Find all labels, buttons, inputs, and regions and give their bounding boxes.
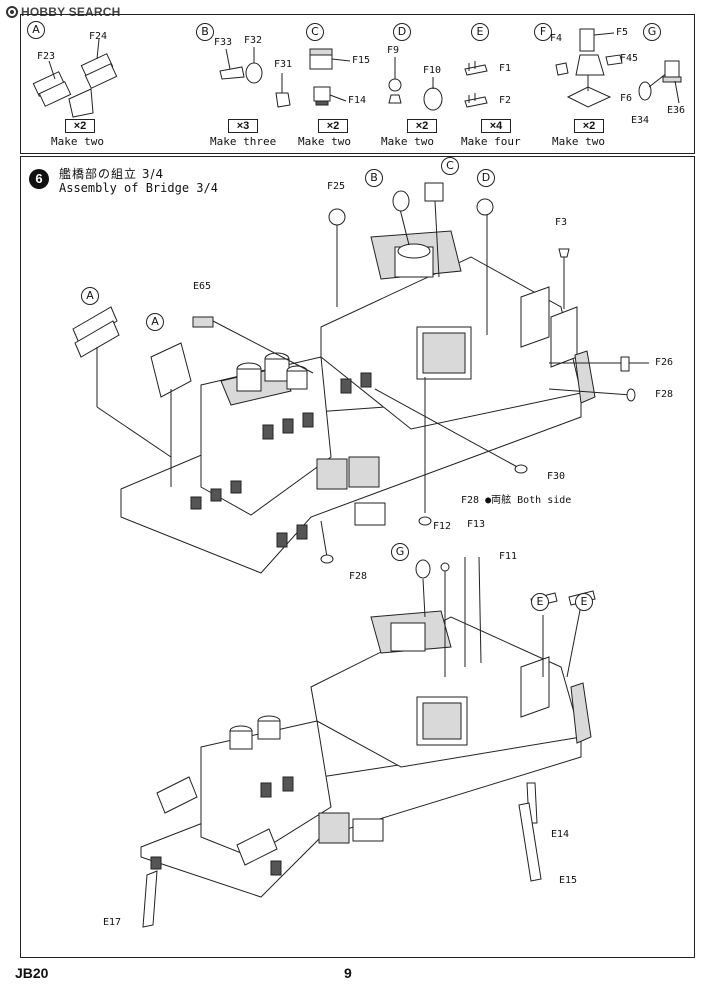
- part-label: F1: [499, 63, 512, 74]
- part-callout: F28: [349, 571, 368, 582]
- part-label: F32: [244, 35, 263, 46]
- subassembly-g: G E34 E36: [627, 15, 696, 155]
- circle-callout-g: G: [391, 543, 409, 561]
- mast-head-drawing: [555, 28, 623, 108]
- circle-callout-d: D: [477, 169, 495, 187]
- circle-label-g: G: [643, 23, 661, 41]
- circle-label-a: A: [27, 21, 45, 39]
- radar-dish-drawing: [219, 47, 291, 108]
- hobby-search-logo-icon: [6, 6, 18, 18]
- circle-label-b: B: [196, 23, 214, 41]
- director-drawing: [309, 48, 351, 106]
- make-count-label: Make two: [51, 135, 104, 148]
- subassembly-c: C F15 F14 ×2 Make two: [296, 15, 376, 155]
- part-callout: E15: [559, 875, 578, 886]
- subassembly-b: B F33 F32 F31 ×3 Make three: [196, 15, 292, 155]
- part-label: E36: [667, 105, 686, 116]
- part-callout: F3: [555, 217, 568, 228]
- part-label: F9: [387, 45, 400, 56]
- circle-label-e: E: [471, 23, 489, 41]
- part-label: F4: [550, 33, 563, 44]
- make-count-label: Make two: [552, 135, 605, 148]
- part-label: F15: [352, 55, 371, 66]
- multiplier-badge: ×2: [318, 119, 348, 133]
- part-callout: F11: [499, 551, 518, 562]
- part-label: F2: [499, 95, 512, 106]
- part-callout: F13: [467, 519, 486, 530]
- make-count-label: Make three: [210, 135, 277, 148]
- part-callout: F12: [433, 521, 452, 532]
- part-label: F45: [620, 53, 639, 64]
- part-callout: F26: [655, 357, 674, 368]
- part-callout: F25: [327, 181, 346, 192]
- subassembly-a: A F23 F24 ×2 Make two: [21, 15, 126, 155]
- make-count-label: Make two: [381, 135, 434, 148]
- antenna-base-drawing: [638, 60, 682, 104]
- subassembly-e: E F1 F2 ×4 Make four: [459, 15, 539, 155]
- part-callout: E65: [193, 281, 212, 292]
- circle-callout-e: E: [531, 593, 549, 611]
- circle-label-d: D: [393, 23, 411, 41]
- part-callout: F28 ●両舷 Both side: [461, 495, 572, 506]
- part-label: F10: [423, 65, 442, 76]
- watermark: HOBBY SEARCH: [6, 4, 121, 20]
- multiplier-badge: ×2: [65, 119, 95, 133]
- circle-callout-a: A: [146, 313, 164, 331]
- watermark-text: HOBBY SEARCH: [21, 5, 121, 19]
- make-count-label: Make four: [461, 135, 521, 148]
- rocket-launcher-drawing: [32, 38, 118, 118]
- light-fixture-drawing: [464, 61, 488, 108]
- circle-callout-a: A: [81, 287, 99, 305]
- upper-bridge-drawing: [72, 182, 649, 574]
- multiplier-badge: ×2: [407, 119, 437, 133]
- circle-label-c: C: [306, 23, 324, 41]
- circle-label-f: F: [534, 23, 552, 41]
- part-label: F31: [274, 59, 293, 70]
- subassembly-panel: A F23 F24 ×2 Make two B F33 F32 F31 ×3: [20, 14, 695, 154]
- step-title-jp: 艦橋部の組立 3/4: [59, 167, 165, 181]
- part-callout: F30: [547, 471, 566, 482]
- circle-callout-e: E: [575, 593, 593, 611]
- multiplier-badge: ×3: [228, 119, 258, 133]
- lower-bridge-drawing: [140, 556, 596, 928]
- part-callout: E17: [103, 917, 122, 928]
- make-count-label: Make two: [298, 135, 351, 148]
- step-title-en: Assembly of Bridge 3/4: [59, 181, 218, 195]
- dome-drawing: [388, 57, 443, 111]
- part-label: F33: [214, 37, 233, 48]
- kit-code: JB20: [15, 965, 49, 981]
- page-number: 9: [344, 965, 352, 981]
- part-label: F14: [348, 95, 367, 106]
- part-label: F6: [620, 93, 633, 104]
- circle-callout-c: C: [441, 157, 459, 175]
- subassembly-d: D F9 F10 ×2 Make two: [379, 15, 459, 155]
- step-number-badge: 6: [29, 169, 49, 189]
- subassembly-f: F F4 F5 F45 F6 ×2 Make two: [526, 15, 638, 155]
- part-callout: E14: [551, 829, 570, 840]
- part-callout: F28: [655, 389, 674, 400]
- part-label: F5: [616, 27, 629, 38]
- multiplier-badge: ×2: [574, 119, 604, 133]
- circle-callout-b: B: [365, 169, 383, 187]
- part-label: F23: [37, 51, 56, 62]
- multiplier-badge: ×4: [481, 119, 511, 133]
- step-panel: 6 艦橋部の組立 3/4 Assembly of Bridge 3/4: [20, 156, 695, 958]
- part-label: E34: [631, 115, 650, 126]
- part-label: F24: [89, 31, 108, 42]
